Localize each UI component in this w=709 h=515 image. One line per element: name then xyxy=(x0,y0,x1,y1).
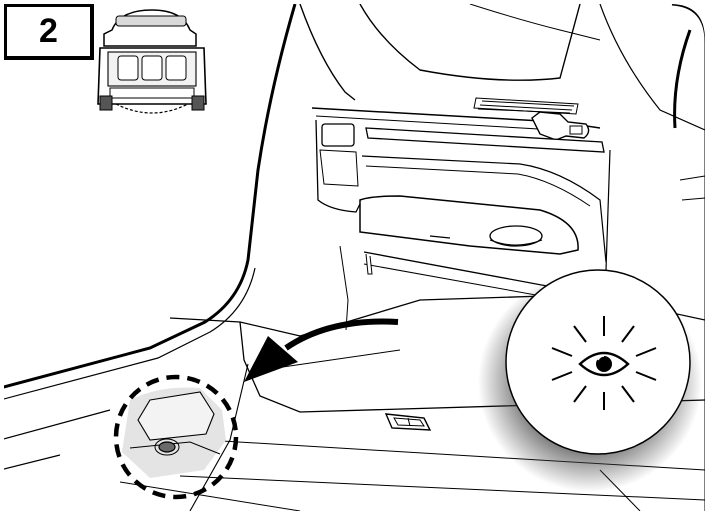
left-body-contour xyxy=(4,4,297,390)
trim-panel-recess xyxy=(321,123,355,147)
direction-arrow xyxy=(284,318,399,351)
car-thumbnail-icon xyxy=(97,9,207,114)
eye-icon xyxy=(551,316,657,410)
floor-fastener xyxy=(158,441,176,453)
storage-slot xyxy=(365,127,605,153)
target-marker-circle xyxy=(113,374,239,500)
cargo-floor-edge xyxy=(169,295,546,337)
cup-holder xyxy=(489,225,543,247)
speaker-grille xyxy=(473,97,579,115)
side-storage-tray xyxy=(359,195,579,255)
step-number-badge: 2 xyxy=(4,4,94,60)
floor-board-handle xyxy=(384,413,432,431)
step-number: 2 xyxy=(39,12,58,50)
